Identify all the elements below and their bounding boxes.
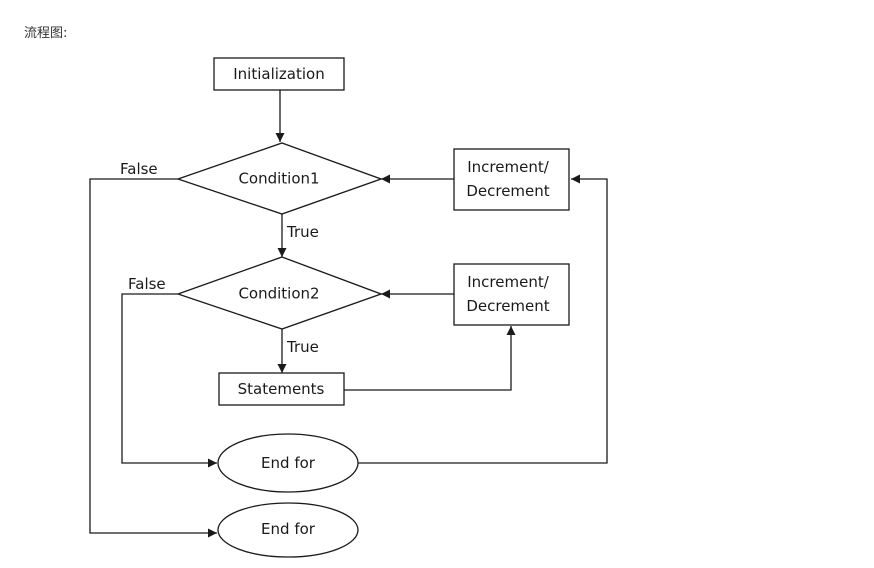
node-increment-mid: Increment/ Decrement	[453, 263, 570, 326]
edge-label-cond1-false: False	[120, 160, 158, 178]
node-statements-label: Statements	[238, 380, 325, 398]
node-increment-mid-line2: Decrement	[466, 297, 549, 315]
node-condition2-label: Condition2	[238, 285, 319, 303]
node-increment-mid-line1: Increment/	[467, 273, 549, 291]
node-condition1: Condition1	[175, 142, 383, 215]
node-end-for-outer: End for	[217, 502, 359, 558]
node-end-for-inner: End for	[217, 433, 359, 493]
node-increment-top: Increment/ Decrement	[453, 148, 570, 211]
edge-label-cond2-false: False	[128, 275, 166, 293]
page-caption: 流程图:	[24, 26, 68, 41]
node-statements: Statements	[218, 372, 345, 406]
edge-label-cond2-true: True	[286, 338, 319, 356]
flowchart-edges	[89, 90, 608, 538]
edge-endfor-inner-to-increment-top	[357, 174, 608, 464]
edge-cond1-false-to-endfor-outer	[89, 178, 217, 538]
edge-label-cond1-true: True	[286, 223, 319, 241]
edge-cond2-false-to-endfor-inner	[121, 293, 217, 468]
node-initialization: Initialization	[213, 57, 345, 91]
node-end-for-outer-label: End for	[261, 520, 316, 538]
node-end-for-inner-label: End for	[261, 454, 316, 472]
node-increment-top-line1: Increment/	[467, 158, 549, 176]
node-condition2: Condition2	[176, 256, 383, 330]
edge-statements-to-increment-mid	[344, 326, 516, 391]
node-condition1-label: Condition1	[238, 170, 319, 188]
node-initialization-label: Initialization	[233, 65, 324, 83]
node-increment-top-line2: Decrement	[466, 182, 549, 200]
